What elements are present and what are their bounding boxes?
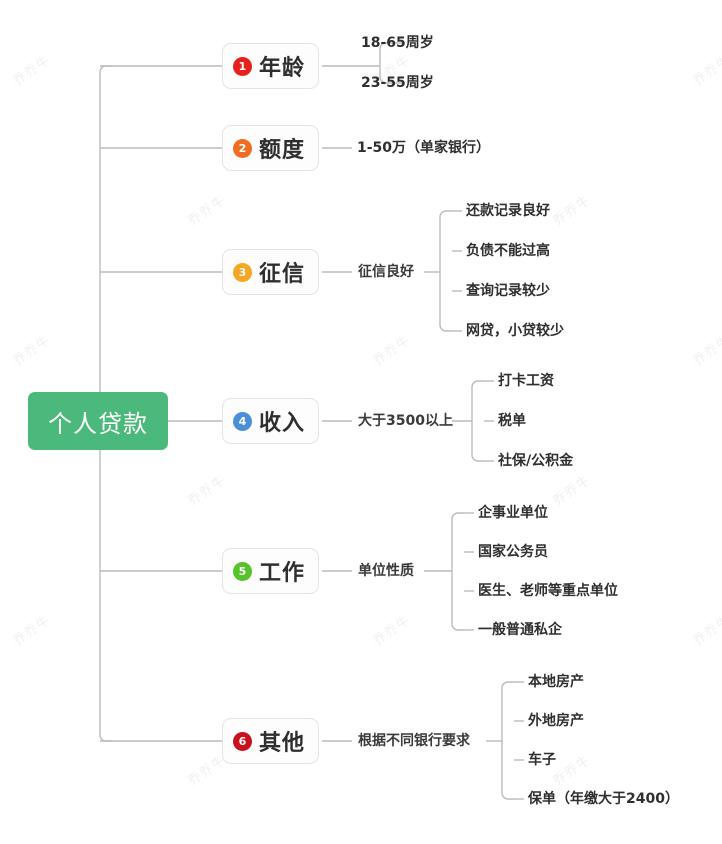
watermark-text: 乔乔牛 <box>370 612 414 650</box>
branch-label-5: 工作 <box>259 561 306 586</box>
root-node[interactable]: 个人贷款 <box>28 392 168 450</box>
b5-bracket <box>451 512 464 631</box>
leaf-label: 医生、老师等重点单位 <box>478 583 618 599</box>
leaf-label: 国家公务员 <box>478 544 548 560</box>
leaf-label: 网贷，小贷较少 <box>466 323 564 339</box>
watermark-text: 乔乔牛 <box>370 332 414 370</box>
mid-node-label: 根据不同银行要求 <box>358 733 470 749</box>
branch-node-1[interactable]: 1 年龄 <box>222 43 320 89</box>
mid-node-5[interactable]: 单位性质 <box>358 564 414 578</box>
b4-bracket <box>471 380 484 462</box>
leaf-node[interactable]: 负债不能过高 <box>466 244 550 258</box>
branch-node-3[interactable]: 3 征信 <box>222 249 320 295</box>
watermark-text: 乔乔牛 <box>185 192 229 230</box>
watermark-text: 乔乔牛 <box>690 332 722 370</box>
leaf-label: 1-50万（单家银行） <box>357 140 491 156</box>
mid-node-label: 征信良好 <box>358 264 414 280</box>
leaf-label: 23-55周岁 <box>361 75 434 91</box>
leaf-node[interactable]: 保单（年缴大于2400） <box>528 792 679 806</box>
leaf-node[interactable]: 医生、老师等重点单位 <box>478 584 618 598</box>
leaf-label: 保单（年缴大于2400） <box>528 791 679 807</box>
watermark-text: 乔乔牛 <box>10 612 54 650</box>
leaf-node[interactable]: 一般普通私企 <box>478 623 562 637</box>
branch-label-6: 其他 <box>259 731 306 756</box>
branch-badge-2: 2 <box>233 138 252 158</box>
leaf-node[interactable]: 本地房产 <box>528 675 584 689</box>
leaf-label: 查询记录较少 <box>466 283 550 299</box>
leaf-node[interactable]: 外地房产 <box>528 714 584 728</box>
leaf-node[interactable]: 23-55周岁 <box>361 76 434 90</box>
leaf-label: 打卡工资 <box>498 373 554 389</box>
leaf-node[interactable]: 社保/公积金 <box>498 454 573 468</box>
leaf-label: 还款记录良好 <box>466 203 550 219</box>
leaf-node[interactable]: 企事业单位 <box>478 506 548 520</box>
leaf-node[interactable]: 网贷，小贷较少 <box>466 324 564 338</box>
watermark-text: 乔乔牛 <box>690 612 722 650</box>
leaf-label: 本地房产 <box>528 674 584 690</box>
branch-label-1: 年龄 <box>259 56 306 81</box>
watermark-text: 乔乔牛 <box>185 472 229 510</box>
branch-badge-4: 4 <box>233 411 252 431</box>
leaf-label: 外地房产 <box>528 713 584 729</box>
watermark-text: 乔乔牛 <box>550 472 594 510</box>
leaf-node[interactable]: 打卡工资 <box>498 374 554 388</box>
mid-node-3[interactable]: 征信良好 <box>358 265 414 279</box>
branch-badge-5: 5 <box>233 561 252 581</box>
watermark-text: 乔乔牛 <box>10 52 54 90</box>
leaf-label: 社保/公积金 <box>498 453 574 469</box>
b3-bracket <box>439 210 452 332</box>
branch-node-2[interactable]: 2 额度 <box>222 125 320 171</box>
mid-node-label: 单位性质 <box>358 563 414 579</box>
leaf-node[interactable]: 1-50万（单家银行） <box>357 141 490 155</box>
branch-label-2: 额度 <box>259 138 306 163</box>
mid-node-6[interactable]: 根据不同银行要求 <box>358 734 470 748</box>
mid-node-label: 大于3500以上 <box>358 413 453 429</box>
leaf-label: 一般普通私企 <box>478 622 562 638</box>
leaf-label: 18-65周岁 <box>361 35 434 51</box>
branch-node-4[interactable]: 4 收入 <box>222 398 320 444</box>
branch-node-5[interactable]: 5 工作 <box>222 548 320 594</box>
branch-badge-3: 3 <box>233 262 252 282</box>
branch-label-3: 征信 <box>259 262 306 287</box>
watermark-text: 乔乔牛 <box>550 192 594 230</box>
leaf-node[interactable]: 国家公务员 <box>478 545 548 559</box>
branch-label-4: 收入 <box>259 411 306 436</box>
leaf-label: 车子 <box>528 752 556 768</box>
leaf-label: 税单 <box>498 413 526 429</box>
watermark-text: 乔乔牛 <box>690 52 722 90</box>
branch-node-6[interactable]: 6 其他 <box>222 718 320 764</box>
leaf-label: 负债不能过高 <box>466 243 550 259</box>
b6-bracket <box>501 681 514 800</box>
leaf-node[interactable]: 还款记录良好 <box>466 204 550 218</box>
leaf-node[interactable]: 车子 <box>528 753 556 767</box>
leaf-node[interactable]: 税单 <box>498 414 526 428</box>
leaf-label: 企事业单位 <box>478 505 548 521</box>
leaf-node[interactable]: 18-65周岁 <box>361 36 434 50</box>
root-node-label: 个人贷款 <box>48 409 148 438</box>
watermark-text: 乔乔牛 <box>10 332 54 370</box>
branch-badge-1: 1 <box>233 56 252 76</box>
leaf-node[interactable]: 查询记录较少 <box>466 284 550 298</box>
branch-badge-6: 6 <box>233 731 252 751</box>
mid-node-4[interactable]: 大于3500以上 <box>358 414 453 428</box>
